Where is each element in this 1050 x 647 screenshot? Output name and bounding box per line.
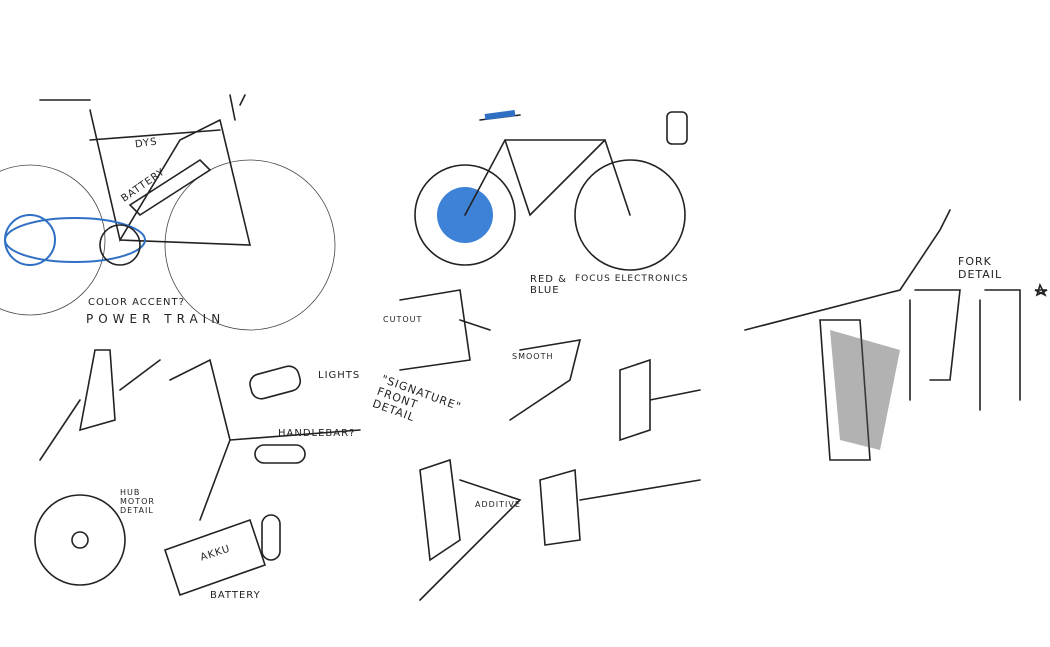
power-train-label: Power train (86, 312, 226, 326)
bike-sketch-center (414, 110, 688, 271)
lights-label: Lights (318, 370, 361, 381)
cutout-label: Cutout (383, 315, 423, 324)
battery-bottom-label: Battery (210, 590, 261, 601)
additive-label: Additive (475, 500, 521, 509)
bike-sketch-left (0, 94, 336, 331)
color-accent-label: Color accent? (88, 297, 185, 308)
hub-motor-label: Hub motor detail (120, 488, 155, 515)
detail-sketches (34, 209, 1048, 601)
fork-detail-label: Fork detail (958, 255, 1003, 281)
smooth-label: Smooth (512, 352, 554, 361)
handlebar-label: Handlebar? (278, 428, 356, 439)
focus-electronics-label: Focus electronics (575, 274, 689, 284)
red-blue-label: Red & blue (530, 274, 567, 296)
